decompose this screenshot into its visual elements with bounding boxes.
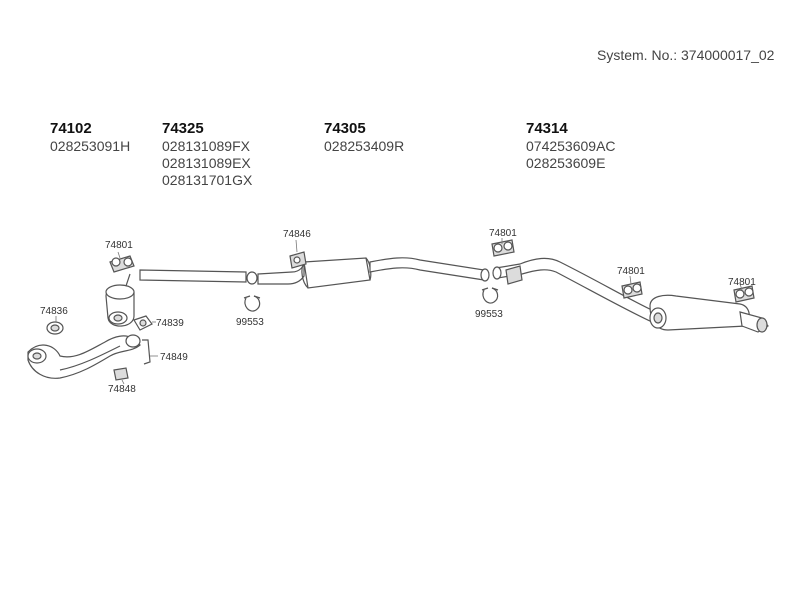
part-number: 74325 [162, 120, 204, 137]
oem-number: 028131089FX [162, 138, 250, 154]
callout-74839: 74839 [156, 318, 184, 329]
middle-pipe [139, 261, 305, 285]
rear-muffler [649, 294, 769, 333]
clamp-ring-99553-a [243, 295, 261, 312]
gasket-74836 [46, 321, 64, 335]
oem-number: 028253609E [526, 155, 606, 171]
part-number: 74314 [526, 120, 568, 137]
gasket-74839 [133, 315, 153, 331]
rear-pipe [492, 257, 657, 323]
oem-number: 074253609AC [526, 138, 616, 154]
front-pipe [27, 334, 141, 379]
callout-99553: 99553 [475, 309, 503, 320]
part-number: 74305 [324, 120, 366, 137]
bracket-74846 [289, 251, 307, 269]
catalytic-converter [105, 273, 135, 327]
clamp-74801-mid [491, 239, 515, 257]
part-number: 74102 [50, 120, 92, 137]
callout-74801: 74801 [105, 240, 133, 251]
callout-74846: 74846 [283, 229, 311, 240]
oem-number: 028131089EX [162, 155, 251, 171]
oem-number: 028253091H [50, 138, 131, 154]
part-group-74314: 74314 074253609AC 028253609E [526, 120, 616, 172]
callout-74801: 74801 [489, 228, 517, 239]
clamp-74801-rear-a [621, 281, 643, 299]
callout-74836: 74836 [40, 306, 68, 317]
callout-74801: 74801 [728, 277, 756, 288]
part-group-74102: 74102 028253091H [50, 120, 130, 155]
clamp-74801-rear-b [733, 285, 755, 303]
callout-74848: 74848 [108, 384, 136, 395]
callout-74849: 74849 [160, 352, 188, 363]
mid-rear-pipe [369, 257, 490, 282]
callout-99553: 99553 [236, 317, 264, 328]
oem-number: 028131701GX [162, 172, 253, 188]
callout-74801: 74801 [617, 266, 645, 277]
system-number: System. No.: 374000017_02 [597, 47, 775, 63]
clamp-74801-front [109, 255, 135, 273]
oem-number: 028253409R [324, 138, 405, 154]
mount-74848 [113, 367, 129, 381]
part-group-74305: 74305 028253409R [324, 120, 404, 155]
clamp-ring-99553-b [481, 287, 499, 304]
bracket-74849 [142, 339, 151, 365]
part-group-74325: 74325 028131089FX 028131089EX 028131701G… [162, 120, 252, 189]
center-muffler [301, 257, 372, 289]
